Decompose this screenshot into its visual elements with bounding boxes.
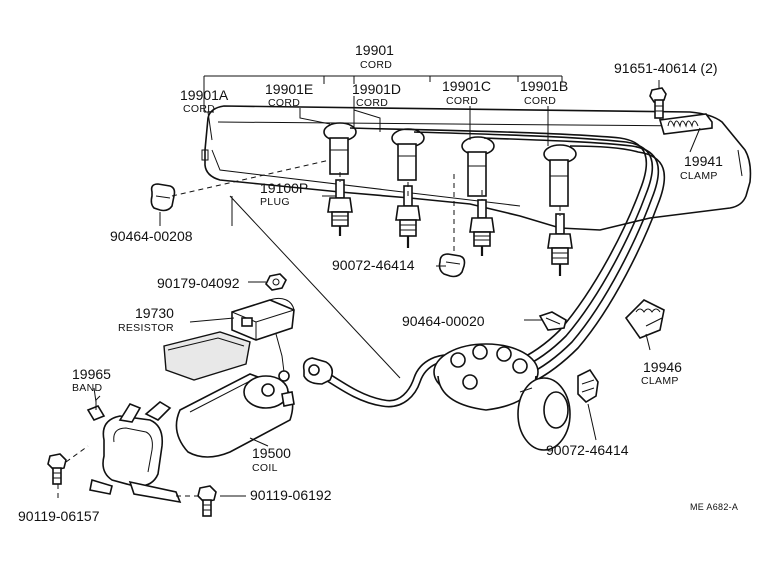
label-19730-name: RESISTOR <box>118 322 174 334</box>
label-90072-46414-lower: 90072-46414 <box>546 442 629 458</box>
ignition-cords <box>315 127 666 408</box>
bolt-90119-06157 <box>47 453 67 485</box>
label-90072-46414-upper: 90072-46414 <box>332 257 415 273</box>
label-19901C-name: CORD <box>446 95 478 107</box>
boot-2 <box>391 128 425 181</box>
label-19901E-number: 19901E <box>265 81 313 97</box>
label-19965-number: 19965 <box>72 366 111 382</box>
boot-3 <box>461 136 495 197</box>
part-labels: 19901 CORD 19901A CORD 19901E CORD 19901… <box>18 42 738 524</box>
label-90119-06157: 90119-06157 <box>18 508 100 524</box>
label-19901A-name: CORD <box>183 103 215 115</box>
coil-band <box>86 395 182 504</box>
label-90464-00020: 90464-00020 <box>402 313 485 329</box>
clamp-19946-part <box>624 299 665 339</box>
label-90119-06192: 90119-06192 <box>250 487 332 503</box>
boot-1 <box>323 122 357 175</box>
label-91651-40614: 91651-40614 (2) <box>614 60 718 76</box>
clip-90072-upper <box>438 253 466 278</box>
label-19941-number: 19941 <box>684 153 723 169</box>
resistor-19730-part <box>231 297 295 382</box>
distributor <box>433 343 571 451</box>
coil-cord-end <box>302 357 334 385</box>
nut-90179 <box>265 273 287 291</box>
label-19500-name: COIL <box>252 462 278 474</box>
label-19500-number: 19500 <box>252 445 291 461</box>
spark-plug-1 <box>327 179 353 236</box>
label-19901D-name: CORD <box>356 97 388 109</box>
leader-lines <box>57 75 701 498</box>
label-19965-name: BAND <box>72 382 102 394</box>
spark-plug-4 <box>547 213 573 276</box>
clip-90464-00020 <box>538 311 567 331</box>
label-19941-name: CLAMP <box>680 170 718 182</box>
clip-90072-lower <box>577 368 599 404</box>
label-19901B-name: CORD <box>524 95 556 107</box>
label-19730-number: 19730 <box>135 305 174 321</box>
label-19901E-name: CORD <box>268 97 300 109</box>
spark-plug-3 <box>469 199 495 256</box>
boot-4 <box>543 144 577 207</box>
label-19100P-name: PLUG <box>260 196 290 208</box>
label-19901C-number: 19901C <box>442 78 491 94</box>
bolt-90119-06192 <box>197 485 217 517</box>
label-19901A-number: 19901A <box>180 87 229 103</box>
insulator-pad <box>163 331 251 381</box>
label-19100P-number: 19100P <box>260 180 308 196</box>
ignition-coil <box>175 373 295 458</box>
plug-boots <box>323 122 577 207</box>
clip-90464-00208 <box>150 183 176 212</box>
label-90464-00208: 90464-00208 <box>110 228 193 244</box>
label-19901-number: 19901 <box>355 42 394 58</box>
bolt-91651 <box>649 87 667 119</box>
label-90179-04092: 90179-04092 <box>157 275 240 291</box>
label-19901-name: CORD <box>360 59 392 71</box>
label-19901D-number: 19901D <box>352 81 401 97</box>
label-19946-name: CLAMP <box>641 375 679 387</box>
label-19901B-number: 19901B <box>520 78 568 94</box>
label-19946-number: 19946 <box>643 359 682 375</box>
drawing-code: ME A682-A <box>690 502 738 512</box>
